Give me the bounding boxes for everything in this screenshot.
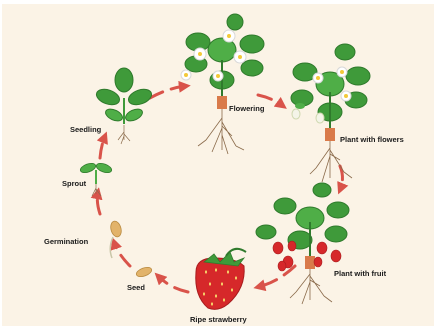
- germination-illustration: [109, 220, 123, 258]
- arrow-germination-to-sprout: [97, 192, 100, 214]
- plant-with-fruit-illustration: [256, 183, 349, 304]
- label-plant-with-flowers: Plant with flowers: [340, 135, 404, 144]
- arrow-seedling-to-flowering: [150, 86, 186, 98]
- arrow-seed-to-germination: [114, 242, 130, 266]
- label-germination: Germination: [44, 237, 89, 246]
- seed-illustration: [135, 266, 153, 279]
- label-plant-with-fruit: Plant with fruit: [334, 269, 387, 278]
- ripe-strawberry-illustration: [196, 249, 246, 310]
- seedling-illustration: [94, 68, 153, 144]
- label-seed: Seed: [127, 283, 145, 292]
- label-sprout: Sprout: [62, 179, 87, 188]
- arrow-ripe-to-seed: [158, 276, 188, 292]
- flowering-illustration: [181, 14, 264, 154]
- plant-with-flowers-illustration: [291, 44, 370, 182]
- label-flowering: Flowering: [229, 104, 265, 113]
- arrow-sprout-to-seedling: [100, 136, 105, 158]
- arrow-fruit-to-ripe: [258, 266, 295, 287]
- label-ripe-strawberry: Ripe strawberry: [190, 315, 248, 324]
- label-seedling: Seedling: [70, 125, 102, 134]
